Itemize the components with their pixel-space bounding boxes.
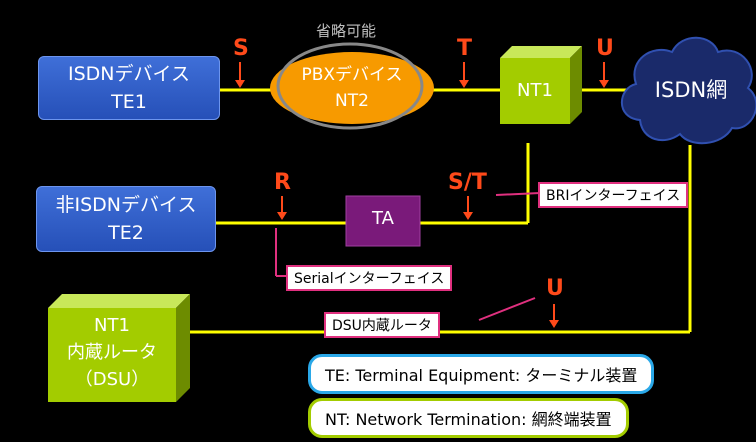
router-label-line1: NT1	[94, 315, 130, 336]
te1-label: ISDNデバイス	[68, 63, 190, 85]
ref-r: R	[274, 170, 291, 195]
ref-t: T	[457, 36, 473, 61]
ref-s: S	[233, 36, 249, 61]
pointer-dsu	[478, 297, 536, 321]
router-label-line3: （DSU）	[74, 369, 150, 390]
pbx-label-line2: NT2	[335, 91, 369, 111]
router-label: NT1 内蔵ルータ （DSU）	[48, 312, 176, 393]
pbx-label: PBXデバイス NT2	[282, 62, 422, 114]
router-cube	[48, 294, 190, 402]
router-label-line2: 内蔵ルータ	[67, 342, 157, 363]
bri-tag: BRIインターフェイス	[538, 182, 689, 208]
pbx-label-line1: PBXデバイス	[301, 65, 403, 85]
legend-nt: NT: Network Termination: 網終端装置	[308, 398, 629, 438]
isdn-network-label: ISDN網	[654, 78, 728, 102]
serial-tag: Serialインターフェイス	[286, 265, 453, 291]
ref-u2: U	[546, 276, 564, 301]
pbx-shape	[270, 42, 434, 130]
dsu-tag: DSU内蔵ルータ	[324, 312, 440, 338]
ref-st: S/T	[448, 170, 487, 195]
pointer-bri	[495, 192, 541, 196]
te1-sub: TE1	[111, 91, 147, 113]
ta-label: TA	[372, 208, 394, 229]
legend-te: TE: Terminal Equipment: ターミナル装置	[308, 354, 655, 394]
te2-label: 非ISDNデバイス	[55, 194, 197, 216]
isdn-network-cloud	[621, 36, 756, 145]
te2-sub: TE2	[108, 222, 144, 244]
te1-box: ISDNデバイス TE1	[38, 56, 220, 120]
te2-box: 非ISDNデバイス TE2	[36, 186, 216, 252]
optional-label: 省略可能	[316, 22, 377, 40]
nt1-cube	[500, 46, 582, 124]
ta-box	[345, 195, 421, 247]
ref-u1: U	[596, 36, 614, 61]
nt1-label: NT1	[517, 80, 553, 101]
